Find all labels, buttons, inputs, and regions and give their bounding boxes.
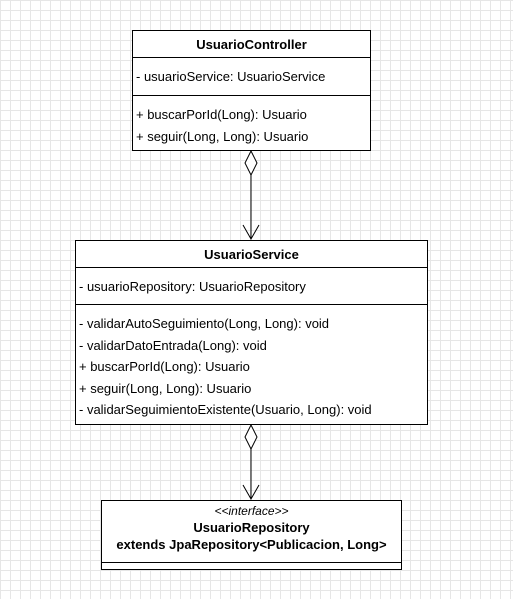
operations-section: + buscarPorId(Long): Usuario + seguir(Lo… — [133, 96, 370, 148]
arrow-head-icon — [242, 484, 260, 501]
class-name: UsuarioController — [133, 31, 370, 58]
arrow-head-icon — [242, 224, 260, 241]
attribute: - usuarioService: UsuarioService — [136, 69, 326, 84]
operation: + buscarPorId(Long): Usuario — [79, 359, 250, 374]
operation: + seguir(Long, Long): Usuario — [79, 380, 252, 396]
stereotype-label: <<interface>> — [214, 504, 289, 518]
attributes-section: - usuarioService: UsuarioService — [133, 58, 370, 96]
class-name: UsuarioService — [76, 241, 427, 268]
aggregation-diamond-icon — [244, 423, 258, 451]
interface-name: UsuarioRepository — [193, 520, 310, 535]
operations-section: - validarAutoSeguimiento(Long, Long): vo… — [76, 305, 427, 421]
attribute: - usuarioRepository: UsuarioRepository — [79, 279, 306, 294]
aggregation-controller-service — [242, 149, 260, 241]
aggregation-diamond-icon — [244, 149, 258, 177]
extends-label: extends JpaRepository<Publicacion, Long> — [116, 537, 387, 552]
aggregation-service-repository — [242, 423, 260, 501]
operation: - validarAutoSeguimiento(Long, Long): vo… — [79, 316, 330, 331]
operation: - validarSeguimientoExistente(Usuario, L… — [79, 402, 372, 417]
operation: + seguir(Long, Long): Usuario — [136, 129, 309, 144]
class-usuario-service[interactable]: UsuarioService - usuarioRepository: Usua… — [75, 240, 428, 425]
operation: + buscarPorId(Long): Usuario — [136, 107, 307, 122]
operation: - validarDatoEntrada(Long): void — [79, 337, 267, 353]
class-usuario-controller[interactable]: UsuarioController - usuarioService: Usua… — [132, 30, 371, 151]
attributes-section: - usuarioRepository: UsuarioRepository — [76, 268, 427, 305]
interface-usuario-repository[interactable]: <<interface>> UsuarioRepository extends … — [101, 500, 402, 570]
interface-header: <<interface>> UsuarioRepository extends … — [102, 501, 401, 563]
